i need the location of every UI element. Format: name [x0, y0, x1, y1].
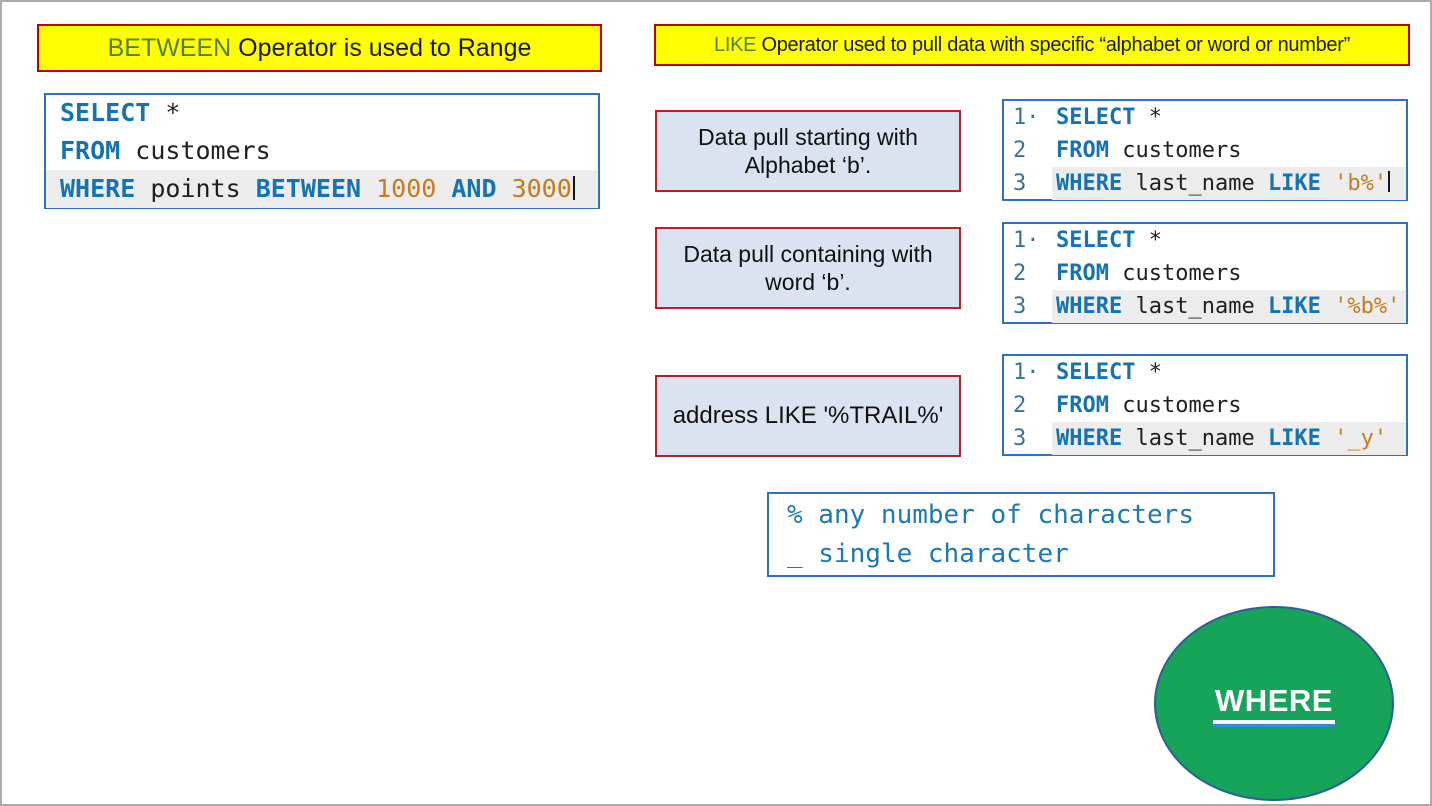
wildcard-legend-box: % any number of characters _ single char…: [767, 492, 1275, 577]
code-line: 2 FROM customers: [1004, 389, 1406, 422]
code-line-body: FROM customers: [1052, 389, 1406, 422]
code-line-body: WHERE last_name LIKE '%b%': [1052, 289, 1406, 323]
line-number: 1·: [1013, 359, 1040, 385]
label-starts-with: Data pull starting with Alphabet ‘b’.: [655, 110, 961, 192]
banner-between-keyword: BETWEEN: [107, 33, 232, 62]
code-token: FROM: [1056, 392, 1109, 418]
code-token: *: [150, 98, 181, 127]
banner-between-text: Operator is used to Range: [231, 33, 532, 62]
code-line-body: SELECT *: [1052, 356, 1406, 389]
code-token: customers: [1108, 392, 1242, 418]
code-token: last_name: [1122, 170, 1268, 196]
sql-code-like-starts-with: 1· SELECT * 2 FROM customers 3 WHERE last_nam…: [1002, 99, 1408, 201]
code-line: 3 WHERE last_name LIKE 'b%': [1004, 166, 1406, 200]
code-token: customers: [1108, 137, 1242, 163]
code-token: *: [1135, 104, 1162, 130]
code-token: WHERE: [1056, 425, 1123, 451]
code-token: 'b%': [1320, 170, 1388, 196]
code-line: 3 WHERE last_name LIKE '%b%': [1004, 289, 1406, 323]
code-token: '_y': [1320, 425, 1388, 451]
where-ellipse: WHERE: [1154, 606, 1394, 801]
banner-like: LIKE Operator used to pull data with spe…: [654, 24, 1410, 66]
code-token: LIKE: [1267, 293, 1321, 319]
code-line-body: SELECT *: [1052, 224, 1406, 257]
code-line: 2 FROM customers: [1004, 134, 1406, 167]
code-token: BETWEEN: [255, 174, 362, 203]
sql-code-like-single-char: 1· SELECT * 2 FROM customers 3 WHERE last_nam…: [1002, 354, 1408, 456]
line-number: 3: [1013, 425, 1027, 451]
label-contains: Data pull containing with word ‘b’.: [655, 227, 961, 309]
line-number: 1·: [1013, 104, 1040, 130]
label-line: Data pull starting with: [698, 124, 918, 150]
code-line-body: SELECT *: [46, 94, 598, 132]
line-number: 3: [1013, 293, 1027, 319]
code-line: 3 WHERE last_name LIKE '_y': [1004, 421, 1406, 455]
banner-like-text: Operator used to pull data with specific…: [756, 33, 1350, 56]
code-token: AND: [451, 174, 497, 203]
code-token: WHERE: [1056, 170, 1123, 196]
code-token: FROM: [1056, 260, 1109, 286]
label-line: Data pull containing with: [683, 241, 933, 267]
code-token: 3000: [496, 174, 572, 203]
code-line-body: WHERE points BETWEEN 1000 AND 3000: [46, 170, 598, 208]
code-token: WHERE: [60, 174, 136, 203]
label-line: word ‘b’.: [765, 269, 851, 295]
code-token: '%b%': [1320, 293, 1401, 319]
code-token: last_name: [1122, 425, 1268, 451]
code-token: customers: [1108, 260, 1242, 286]
code-token: SELECT: [1056, 227, 1136, 253]
line-number: 1·: [1013, 227, 1040, 253]
code-token: *: [1135, 359, 1162, 385]
where-ellipse-label: WHERE: [1213, 683, 1335, 724]
wildcard-underscore-line: _ single character: [787, 538, 1069, 569]
code-line: 2 FROM customers: [1004, 257, 1406, 290]
code-token: points: [135, 174, 256, 203]
code-line: WHERE points BETWEEN 1000 AND 3000: [46, 170, 598, 208]
text-cursor: [572, 176, 575, 200]
line-number: 2: [1013, 392, 1027, 418]
code-line: SELECT *: [46, 94, 598, 132]
text-cursor: [1388, 171, 1391, 193]
code-token: LIKE: [1267, 425, 1321, 451]
line-number: 2: [1013, 137, 1027, 163]
code-token: SELECT: [60, 98, 151, 127]
label-line: address LIKE '%TRAIL%': [672, 402, 944, 429]
code-line-body: FROM customers: [1052, 257, 1406, 290]
line-number: 3: [1013, 170, 1027, 196]
code-token: *: [1135, 227, 1162, 253]
code-token: 1000: [361, 174, 452, 203]
code-token: SELECT: [1056, 104, 1136, 130]
wildcard-percent-line: % any number of characters: [787, 499, 1194, 530]
code-token: WHERE: [1056, 293, 1123, 319]
code-line: 1· SELECT *: [1004, 101, 1406, 134]
code-line: FROM customers: [46, 132, 598, 170]
banner-between: BETWEEN Operator is used to Range: [37, 24, 602, 72]
code-token: last_name: [1122, 293, 1268, 319]
code-token: FROM: [60, 136, 121, 165]
sql-code-like-contains: 1· SELECT * 2 FROM customers 3 WHERE last_nam…: [1002, 222, 1408, 324]
code-token: LIKE: [1267, 170, 1321, 196]
code-token: SELECT: [1056, 359, 1136, 385]
code-line-body: WHERE last_name LIKE '_y': [1052, 421, 1406, 455]
label-address-like: address LIKE '%TRAIL%': [655, 375, 961, 457]
code-line: 1· SELECT *: [1004, 356, 1406, 389]
code-line-body: FROM customers: [1052, 134, 1406, 167]
label-line: Alphabet ‘b’.: [744, 152, 872, 178]
code-line-body: WHERE last_name LIKE 'b%': [1052, 166, 1406, 200]
code-token: customers: [120, 136, 271, 165]
line-number: 2: [1013, 260, 1027, 286]
code-line-body: SELECT *: [1052, 101, 1406, 134]
code-line: 1· SELECT *: [1004, 224, 1406, 257]
code-line-body: FROM customers: [46, 132, 598, 170]
code-token: FROM: [1056, 137, 1109, 163]
banner-like-keyword: LIKE: [714, 33, 757, 56]
